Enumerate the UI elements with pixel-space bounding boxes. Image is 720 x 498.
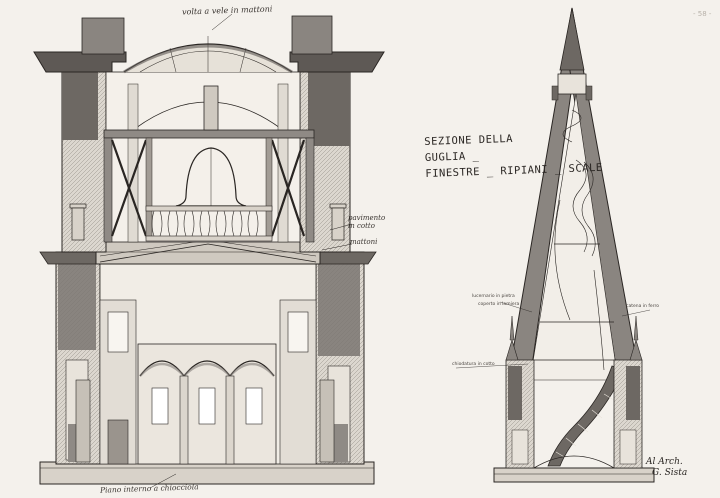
bell-tower-section (33, 13, 385, 489)
signature-line-2: G. Sista (652, 468, 688, 478)
spire-note-left-upper: lucernario in pietra (472, 294, 515, 299)
spire-note-right: catena in ferro (626, 304, 659, 309)
architect-signature: Al Arch. G. Sista (646, 457, 687, 479)
arcade (137, 343, 277, 465)
spiral-stair (554, 109, 605, 371)
right-cornice (289, 51, 385, 73)
drawing-title: SEZIONE DELLA GUGLIA _ FINESTRE _ RIPIAN… (424, 128, 603, 182)
bell (175, 85, 247, 207)
title-line-2: GUGLIA _ (424, 150, 480, 164)
spire-base (493, 467, 655, 483)
spire-note-left-lower: coperto in lamiera (478, 302, 520, 307)
signature-line-1: Al Arch. (646, 457, 683, 467)
spire-note-bottom-left: chiodatura in cotto (452, 362, 495, 367)
spire-section (455, 7, 655, 483)
left-cornice (33, 51, 127, 73)
bell-frame (103, 129, 315, 243)
title-line-1: SEZIONE DELLA (424, 132, 514, 148)
ground-plinth (39, 461, 375, 485)
lower-stair (547, 365, 625, 467)
beam-annotation: mattoni (350, 238, 378, 246)
balustrade (145, 205, 273, 242)
floor-annotation: pavimento in cotto (348, 214, 386, 230)
page-number: - 58 - (693, 10, 712, 18)
